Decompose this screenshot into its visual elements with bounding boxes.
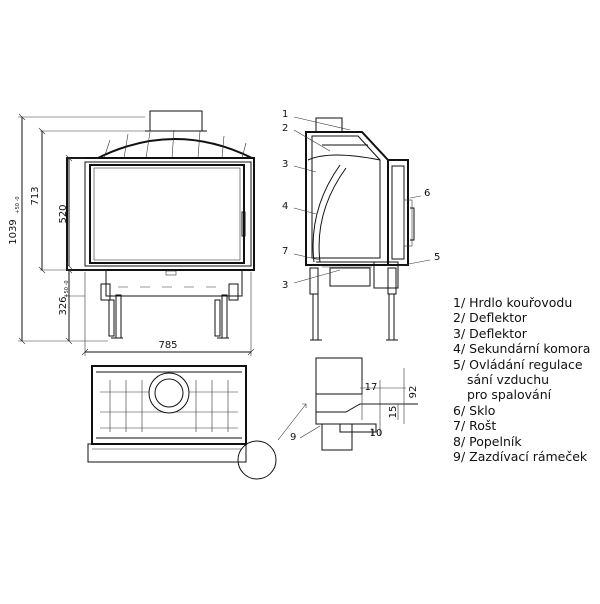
detail-circle bbox=[237, 440, 277, 480]
dim-detail-15: 15 bbox=[388, 406, 399, 419]
side-glass bbox=[391, 165, 405, 260]
legend-item-5-line-1: sání vzduchu bbox=[467, 372, 550, 388]
door-handle bbox=[241, 211, 246, 237]
callout-1: 1 bbox=[282, 109, 288, 120]
legend: 1/ Hrdlo kouřovodu 2/ Deflektor 3/ Defle… bbox=[453, 295, 598, 464]
top-arch bbox=[97, 138, 253, 159]
dim-total-height: 1039 bbox=[8, 219, 19, 244]
secondary-chamber-curve bbox=[312, 164, 341, 263]
side-body bbox=[305, 131, 389, 266]
callout-3-bottom: 3 bbox=[282, 280, 288, 291]
legend-item-5-line-2: pro spalování bbox=[467, 387, 552, 403]
legend-item-6: 6/ Sklo bbox=[453, 402, 496, 418]
outer-frame bbox=[66, 157, 255, 271]
dim-detail-92: 92 bbox=[408, 386, 419, 399]
legend-item-8: 8/ Popelník bbox=[453, 433, 522, 449]
side-leg-rear bbox=[312, 293, 319, 341]
detail-lower-block bbox=[321, 423, 353, 451]
lower-body bbox=[105, 269, 243, 297]
legend-item-5: 5/ Ovládání regulace bbox=[453, 356, 583, 372]
dim-glass-height: 520 bbox=[58, 204, 69, 223]
legend-item-2: 2/ Deflektor bbox=[453, 310, 527, 326]
leg-left bbox=[115, 294, 122, 339]
dim-leg-tol: +50 -0 bbox=[64, 280, 70, 297]
legend-item-1: 1/ Hrdlo kouřovodu bbox=[453, 295, 573, 310]
side-door-frame bbox=[387, 159, 409, 266]
flue-collar bbox=[149, 110, 203, 132]
leg-right bbox=[221, 294, 228, 339]
legend-item-4: 4/ Sekundární komora bbox=[453, 341, 591, 357]
dim-total-tol: +50 -0 bbox=[15, 196, 21, 213]
callout-6: 6 bbox=[424, 188, 430, 199]
callout-4: 4 bbox=[282, 201, 288, 212]
callout-9: 9 bbox=[290, 432, 296, 443]
top-front-frame bbox=[87, 443, 247, 463]
callout-7: 7 bbox=[282, 246, 288, 257]
dim-width: 785 bbox=[158, 340, 177, 351]
detail-view: 17 92 15 10 9 bbox=[277, 357, 419, 451]
side-view: 1 2 3 4 7 3 5 6 bbox=[282, 109, 440, 341]
legend-item-7: 7/ Rošt bbox=[453, 418, 497, 434]
ash-pan bbox=[329, 267, 371, 287]
callout-3-top: 3 bbox=[282, 159, 288, 170]
legend-item-9: 9/ Zazdívací rámeček bbox=[453, 449, 588, 465]
front-view: 1039 +50 -0 713 520 326 +50 -0 785 bbox=[8, 110, 255, 356]
legend-item-3: 3/ Deflektor bbox=[453, 325, 527, 341]
detail-block bbox=[315, 357, 363, 395]
dim-detail-10: 10 bbox=[370, 428, 383, 439]
dim-leg-height: 326 bbox=[58, 296, 69, 315]
dim-detail-17: 17 bbox=[365, 382, 378, 393]
dim-body-height: 713 bbox=[30, 186, 41, 205]
side-leg-front bbox=[388, 293, 395, 341]
callout-2: 2 bbox=[282, 123, 288, 134]
callout-5: 5 bbox=[434, 252, 440, 263]
glass-panel bbox=[89, 164, 245, 264]
top-view bbox=[87, 365, 277, 480]
